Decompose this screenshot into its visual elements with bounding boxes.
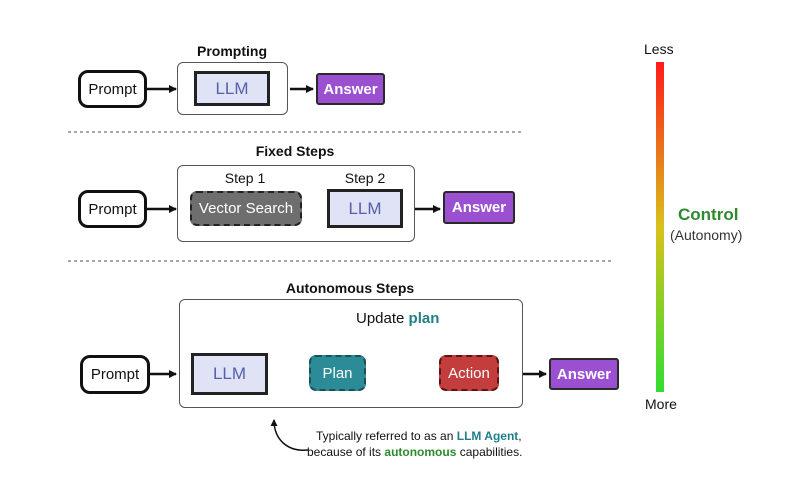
scale-bottom-label: More — [645, 396, 677, 412]
prompt-box-1: Prompt — [78, 70, 147, 108]
autonomy-subtitle: (Autonomy) — [670, 227, 743, 243]
llm-box-2: LLM — [327, 189, 403, 228]
update-plan-label: Update plan — [356, 310, 439, 327]
step1-label: Step 1 — [224, 170, 266, 186]
answer-box-2: Answer — [443, 191, 515, 224]
note-curved-arrow — [270, 419, 309, 451]
llm-box-1: LLM — [194, 71, 270, 106]
prompt-box-3: Prompt — [80, 355, 150, 394]
control-title: Control — [678, 205, 739, 224]
update-text: Update — [356, 310, 405, 327]
autonomous-steps-title: Autonomous Steps — [285, 280, 415, 296]
plan-highlight-text: plan — [408, 310, 440, 327]
note-line-1-prefix: Typically referred to as an — [316, 429, 454, 443]
note-line-1: Typically referred to as an LLM Agent, — [316, 429, 522, 443]
action-box: Action — [439, 355, 499, 391]
prompting-title: Prompting — [197, 43, 267, 59]
answer-box-3: Answer — [549, 358, 619, 390]
answer-box-1: Answer — [316, 73, 385, 105]
llm-agent-highlight: LLM Agent — [456, 429, 519, 443]
llm-box-3: LLM — [191, 353, 268, 395]
prompt-box-2: Prompt — [78, 190, 147, 228]
note-line-1-suffix: , — [518, 429, 522, 443]
note-line-2-suffix: capabilities. — [459, 445, 523, 459]
note-line-2-prefix: because of its — [307, 445, 382, 459]
vector-search-box: Vector Search — [190, 191, 302, 226]
step2-label: Step 2 — [344, 170, 386, 186]
note-line-2: because of its autonomous capabilities. — [307, 445, 522, 459]
autonomous-highlight: autonomous — [384, 445, 457, 459]
control-gradient-bar — [656, 62, 664, 392]
scale-top-label: Less — [644, 41, 674, 57]
fixed-steps-title: Fixed Steps — [255, 143, 335, 159]
plan-box: Plan — [309, 355, 366, 391]
